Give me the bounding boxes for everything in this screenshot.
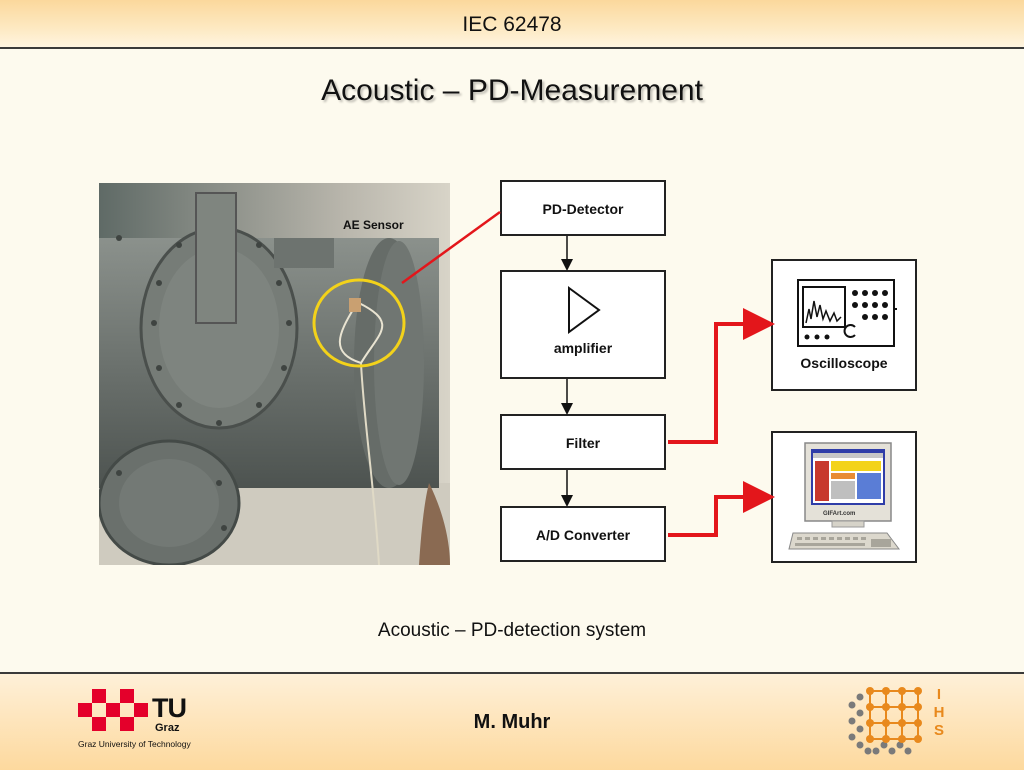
- ihs-letter-i: I: [936, 686, 942, 703]
- filter-to-oscilloscope-arrow: [668, 308, 775, 444]
- header-band: [0, 0, 1024, 49]
- apparatus-photo: [99, 183, 450, 565]
- ihs-logo: [846, 685, 956, 757]
- ad-converter-label: A/D Converter: [535, 527, 631, 543]
- computer-icon: GIFArt.com: [788, 442, 900, 550]
- ihs-letter-h: H: [933, 704, 945, 721]
- amplifier-label: amplifier: [553, 340, 613, 356]
- ihs-letter-s: S: [933, 722, 944, 739]
- converter-to-computer-arrow: [668, 481, 775, 537]
- pd-detector-block: PD-Detector: [500, 180, 666, 236]
- tu-university-name: Graz University of Technology: [78, 739, 191, 749]
- ad-converter-block: A/D Converter: [500, 506, 666, 562]
- tu-graz-logo: [78, 689, 208, 751]
- computer-box: GIFArt.com: [771, 431, 917, 563]
- author-name: M. Muhr: [473, 711, 551, 733]
- amplifier-triangle-icon: [568, 286, 601, 334]
- computer-screen-text: GIFArt.com: [823, 511, 855, 517]
- ihs-letters: I H S: [932, 686, 946, 740]
- tu-graz-squares-icon: [78, 689, 148, 731]
- oscilloscope-box: Oscilloscope: [771, 259, 917, 391]
- tu-logo-city: Graz: [155, 722, 180, 734]
- ae-sensor-label: AE Sensor: [343, 218, 404, 232]
- ihs-grid-icon: [848, 687, 922, 755]
- filter-block: Filter: [500, 414, 666, 470]
- slide-title: Acoustic – PD-Measurement: [321, 74, 703, 107]
- oscilloscope-label: Oscilloscope: [800, 355, 888, 371]
- pd-detector-label: PD-Detector: [542, 201, 624, 217]
- header-title: IEC 62478: [462, 13, 562, 36]
- filter-label: Filter: [565, 435, 601, 451]
- figure-caption: Acoustic – PD-detection system: [377, 620, 647, 641]
- tu-logo-mark: TU: [152, 693, 187, 723]
- oscilloscope-icon: [797, 279, 897, 347]
- amplifier-block: amplifier: [500, 270, 666, 379]
